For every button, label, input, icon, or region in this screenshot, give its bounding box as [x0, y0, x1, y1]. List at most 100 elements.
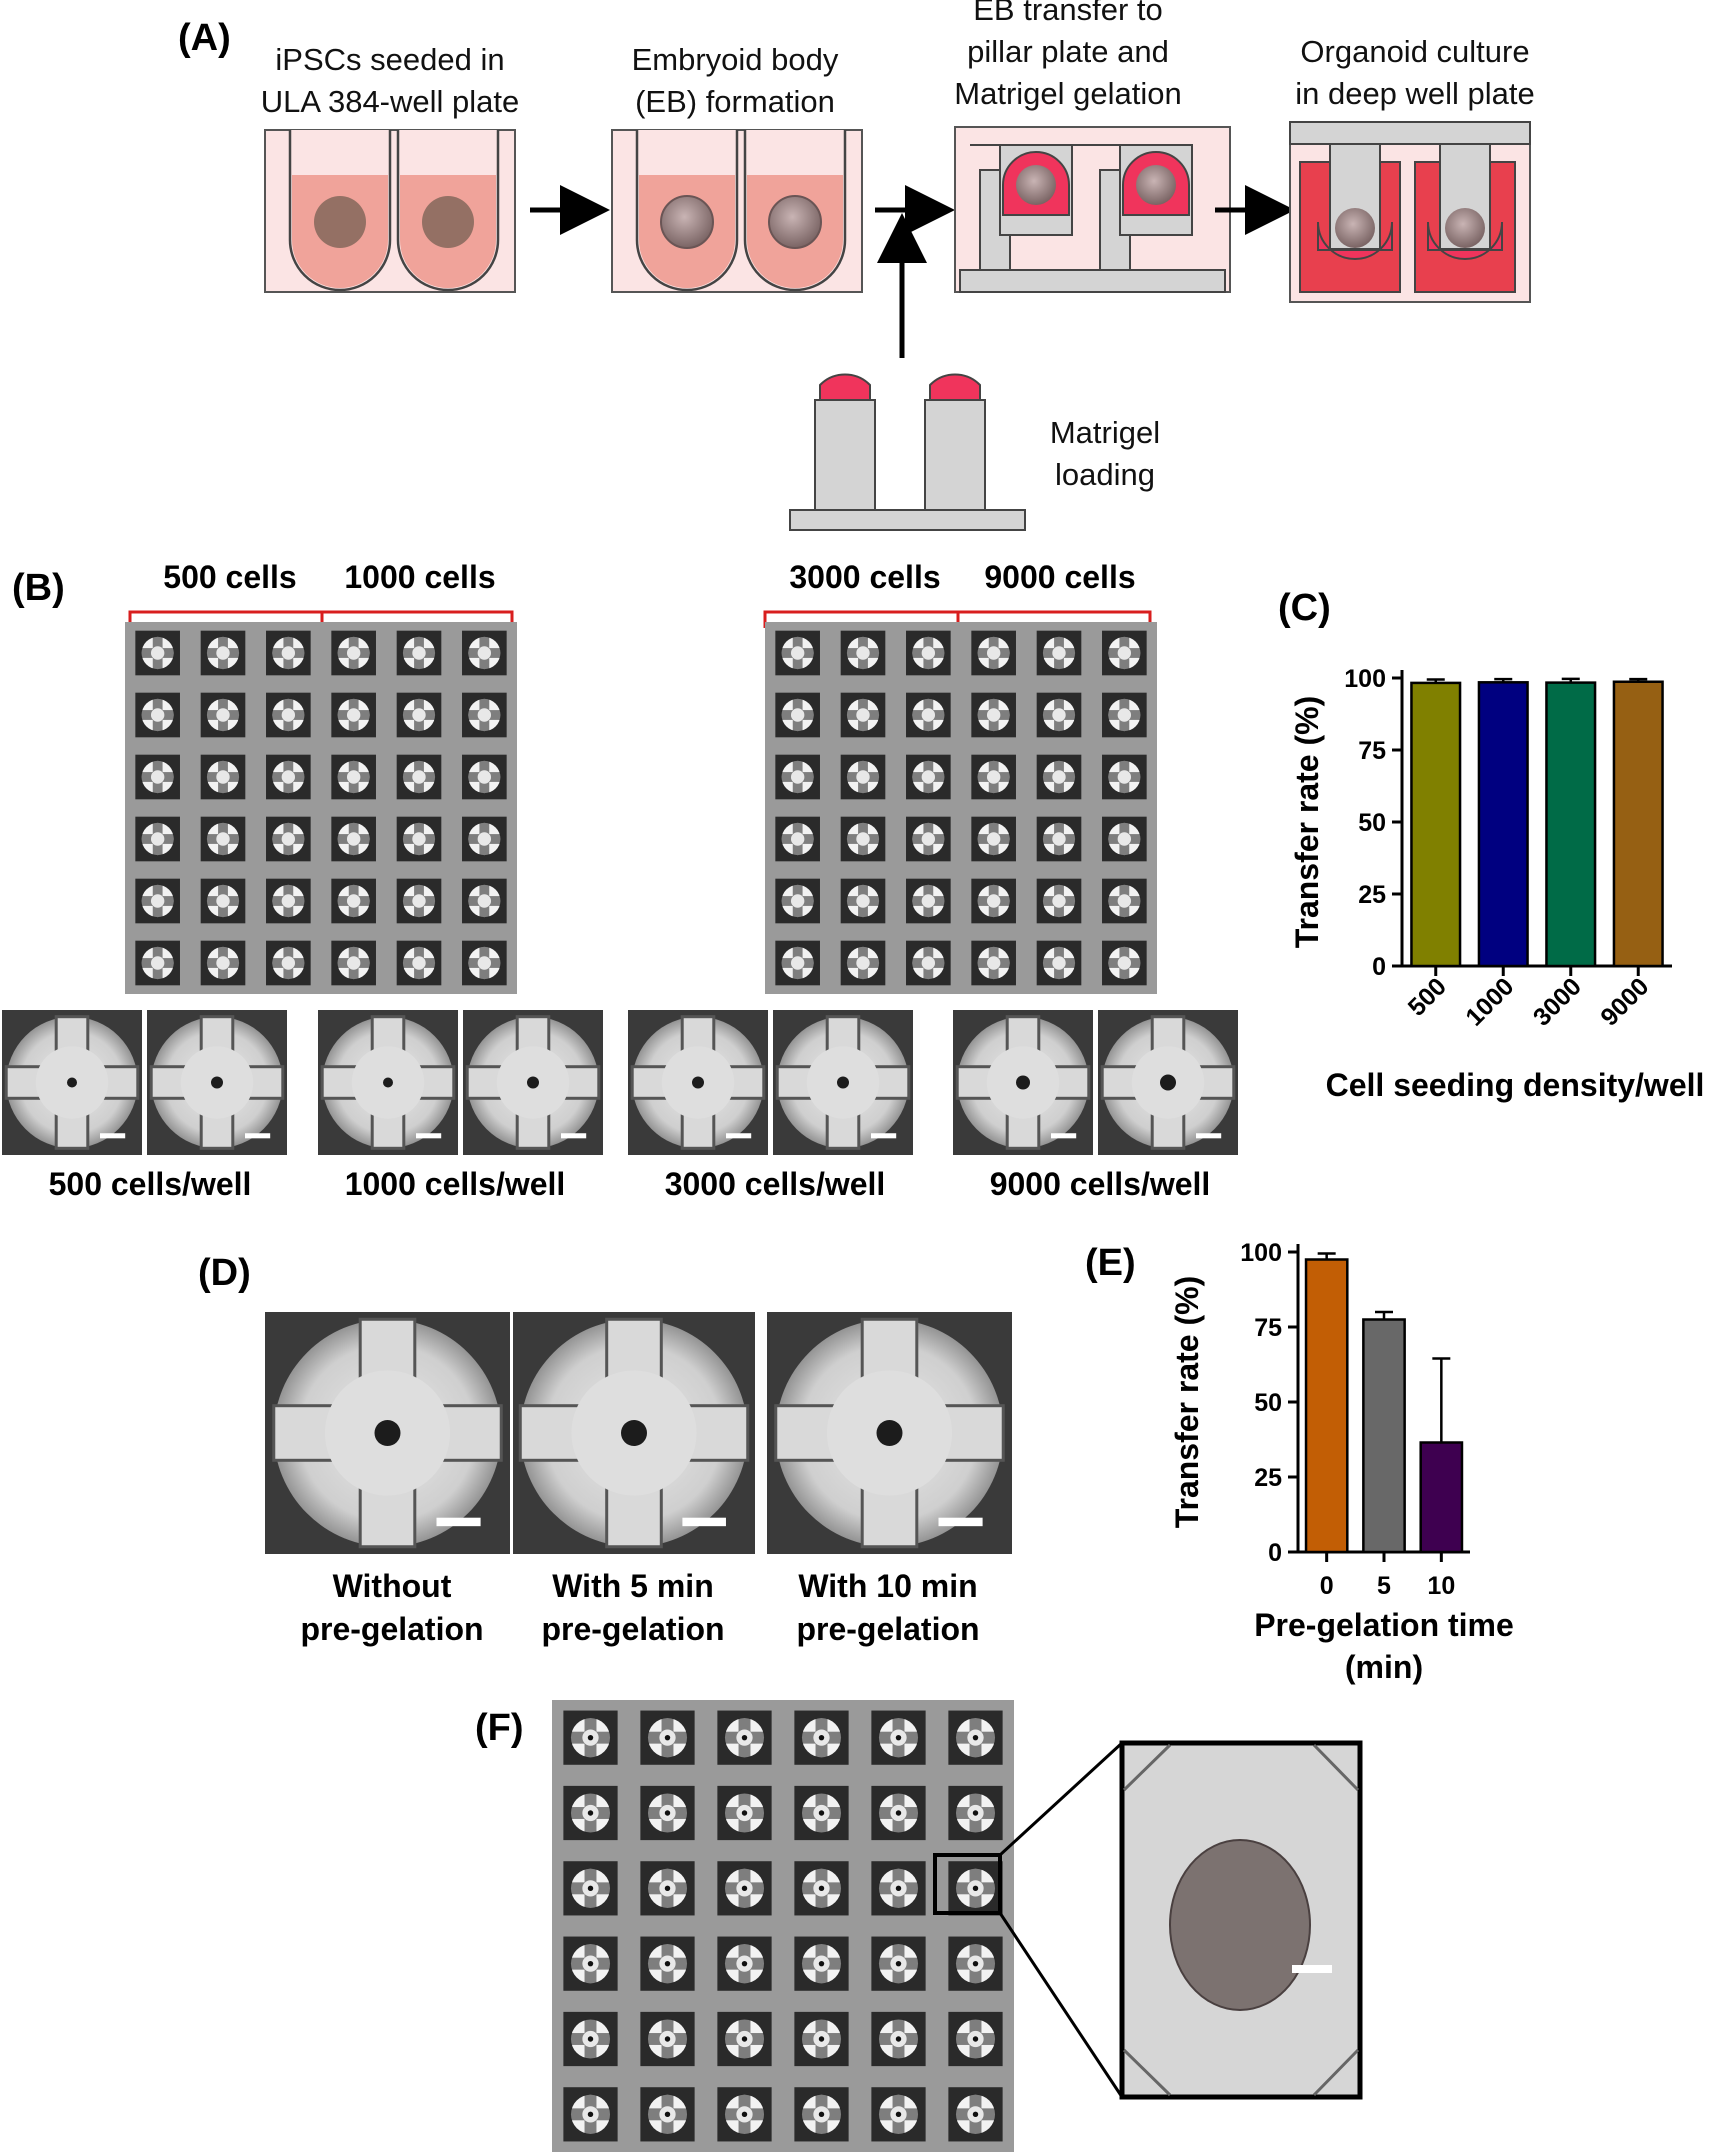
well-center — [790, 956, 805, 970]
eb-dot — [664, 1885, 671, 1892]
eb-dot — [895, 2111, 902, 2118]
step1-text-line1: iPSCs seeded in — [275, 42, 504, 77]
x-tick-label: 1000 — [1460, 972, 1519, 1031]
eb-spot — [837, 1076, 849, 1089]
step4-text-line1: Organoid culture — [1300, 34, 1529, 69]
well-center — [856, 708, 870, 722]
well-center — [412, 770, 426, 784]
eb-dot — [818, 2111, 825, 2118]
loading-text-line2: loading — [1055, 457, 1155, 492]
eb-dot — [741, 1810, 748, 1816]
grid-background — [552, 1700, 1014, 2152]
x-tick-label: 5 — [1377, 1572, 1391, 1600]
step2-text-line1: Embryoid body — [632, 42, 839, 77]
deep-well-plate-diagram — [1289, 121, 1531, 303]
well-center — [346, 646, 361, 660]
panel-label-e: (E) — [1085, 1242, 1136, 1284]
scale-bar — [436, 1517, 481, 1527]
eb-dot — [818, 1810, 825, 1816]
caption-3000-cells-well: 3000 cells/well — [665, 1166, 886, 1202]
scale-bar — [1292, 1965, 1332, 1973]
well-center — [986, 646, 1001, 660]
well-center — [1117, 708, 1132, 722]
eb-dot — [895, 2036, 902, 2042]
caption-d3-line2: pre-gelation — [796, 1611, 979, 1647]
well-center — [281, 646, 296, 660]
well-center — [1117, 894, 1132, 908]
caption-d1-line2: pre-gelation — [300, 1611, 483, 1647]
well-center — [216, 832, 230, 846]
bar — [1612, 680, 1664, 968]
scale-bar — [726, 1133, 752, 1139]
zoom-region-box — [933, 1853, 1002, 1915]
scale-bar — [561, 1133, 587, 1139]
well-center — [856, 956, 870, 970]
well-center — [790, 894, 805, 908]
well-center — [281, 832, 296, 846]
well-center — [856, 894, 870, 908]
well-center — [856, 770, 870, 784]
group-label-9000: 9000 cells — [984, 559, 1135, 595]
zoom-inset-f — [933, 1740, 1363, 2100]
well-center — [921, 770, 936, 784]
well-center — [1052, 646, 1066, 660]
eb-dot — [741, 1734, 748, 1741]
bar — [1545, 681, 1597, 968]
zoom-line-top — [998, 1741, 1124, 1857]
group-label-1000: 1000 cells — [344, 559, 495, 595]
eb-dot — [741, 2111, 748, 2118]
well-center — [346, 770, 361, 784]
well-center — [921, 894, 936, 908]
well-center — [986, 894, 1001, 908]
well-center — [412, 832, 426, 846]
bar — [1362, 1318, 1406, 1554]
caption-d2-line1: With 5 min — [552, 1568, 713, 1604]
group-label-3000: 3000 cells — [789, 559, 940, 595]
well-center — [281, 708, 296, 722]
well-center — [412, 708, 426, 722]
scale-bar — [871, 1133, 897, 1139]
zoom-image-row — [2, 1010, 1238, 1155]
eb-dot — [587, 1885, 594, 1892]
well-center — [412, 956, 426, 970]
eb-spot — [621, 1420, 647, 1446]
micrograph-grid-f — [552, 1700, 1014, 2152]
x-tick-label: 3000 — [1528, 972, 1587, 1031]
loading-text-line1: Matrigel — [1050, 415, 1160, 450]
well-center — [477, 646, 492, 660]
y-tick-label: 50 — [1358, 809, 1386, 837]
grid-background — [125, 622, 517, 994]
scale-bar — [100, 1133, 126, 1139]
caption-d1-line1: Without — [333, 1568, 452, 1604]
well-center — [1052, 832, 1066, 846]
caption-d2-line2: pre-gelation — [541, 1611, 724, 1647]
well-center — [150, 646, 165, 660]
eb-dot — [972, 1885, 979, 1892]
pillar-plate-diagram — [954, 126, 1231, 293]
eb-dot — [895, 1885, 902, 1892]
well-center — [856, 832, 870, 846]
eb-spot — [692, 1076, 704, 1089]
step3-text-line2: Matrigel gelation — [954, 76, 1181, 111]
well-center — [216, 646, 230, 660]
well-center — [1052, 956, 1066, 970]
eb-dot — [895, 1960, 902, 1967]
well-center — [346, 708, 361, 722]
well-center — [150, 770, 165, 784]
eb-dot — [587, 1810, 594, 1816]
well-center — [921, 956, 936, 970]
well-center — [790, 770, 805, 784]
eb-dot — [972, 2111, 979, 2118]
eb-dot — [741, 1960, 748, 1967]
well-center — [1117, 832, 1132, 846]
caption-500-cells-well: 500 cells/well — [49, 1166, 252, 1202]
well-center — [790, 646, 805, 660]
well-center — [1052, 708, 1066, 722]
caption-9000-cells-well: 9000 cells/well — [990, 1166, 1211, 1202]
well-center — [281, 894, 296, 908]
scale-bar — [938, 1517, 983, 1527]
y-tick-label: 100 — [1240, 1239, 1282, 1267]
scale-bar — [682, 1517, 726, 1527]
scale-bar — [1051, 1133, 1077, 1139]
eb-dot — [664, 1810, 671, 1816]
